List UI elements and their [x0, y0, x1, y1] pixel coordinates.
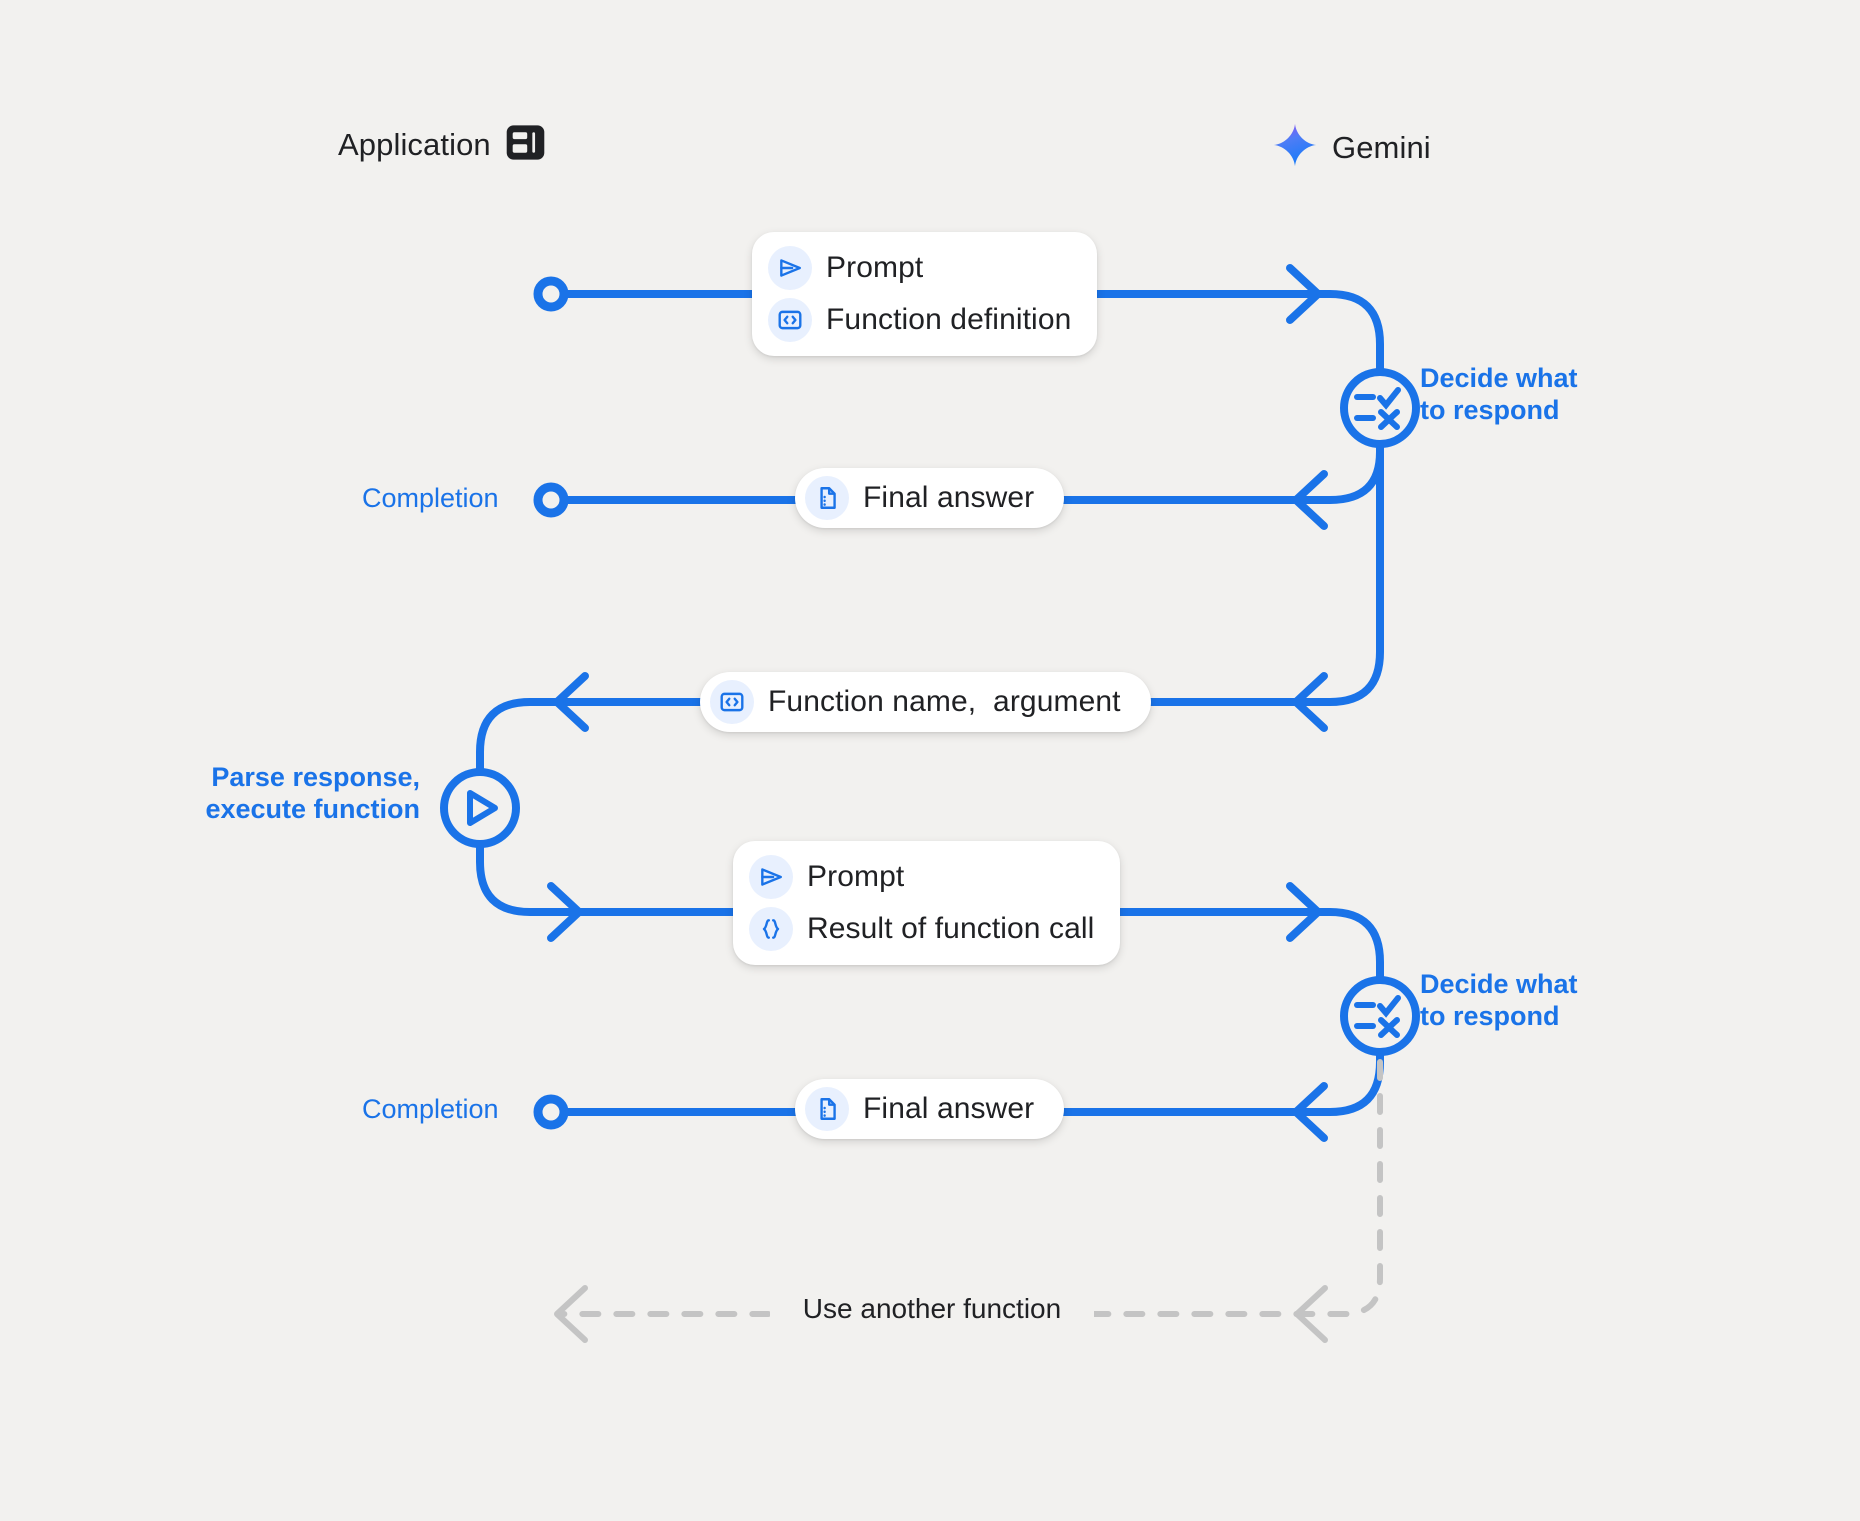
message-text: Function definition	[826, 303, 1072, 336]
message-text: Prompt	[826, 251, 924, 284]
completion-label-2: Completion	[362, 1094, 499, 1124]
message-text: Result of function call	[807, 912, 1095, 945]
arrowhead-parse-out	[547, 882, 583, 942]
completion-marker-2	[533, 1094, 569, 1130]
decide-label-1: Decide what to respond	[1420, 363, 1578, 425]
checklist-circle-icon	[1340, 368, 1420, 448]
document-icon	[805, 476, 849, 520]
message-row: Prompt	[768, 246, 1071, 290]
completion-label-1: Completion	[362, 483, 499, 513]
message-row: Function definition	[768, 298, 1071, 342]
play-circle-icon	[440, 768, 520, 848]
application-window-icon	[505, 122, 546, 168]
message-text: Final answer	[863, 481, 1035, 514]
arrowhead-to-app-2	[1292, 672, 1328, 732]
wire-functioncall-to-parse	[476, 698, 564, 786]
actor-application-label: Application	[338, 127, 491, 162]
message-row: Result of function call	[749, 907, 1094, 951]
wire-decide1-to-functioncall	[556, 430, 1384, 706]
loop-use-another-function	[557, 1059, 1383, 1317]
arrowhead-to-gemini-2	[1286, 882, 1322, 942]
checklist-circle-icon	[1340, 976, 1420, 1056]
message-card-final-answer-2[interactable]: Final answer	[795, 1079, 1065, 1139]
arrowhead-parse-in	[553, 672, 589, 732]
code-brackets-icon	[768, 298, 812, 342]
parse-execute-label: Parse response, execute function	[205, 762, 420, 824]
message-text: Final answer	[863, 1092, 1035, 1125]
message-row: Final answer	[805, 1087, 1034, 1131]
message-card-prompt-result-of-function-call[interactable]: Prompt Result of function call	[733, 841, 1121, 965]
actor-application: Application	[338, 122, 546, 168]
message-row: Function name, argument	[710, 680, 1121, 724]
completion-marker-1	[533, 482, 569, 518]
curly-braces-icon	[749, 907, 793, 951]
arrowhead-to-app-1	[1292, 470, 1328, 530]
message-row: Final answer	[805, 476, 1034, 520]
start-marker	[533, 276, 569, 312]
message-card-prompt-function-definition[interactable]: Prompt Function definition	[752, 232, 1098, 356]
code-brackets-icon	[710, 680, 754, 724]
send-triangle-icon	[768, 246, 812, 290]
document-icon	[805, 1087, 849, 1131]
arrowhead-to-app-3	[1292, 1082, 1328, 1142]
loop-arrowheads	[554, 1285, 1328, 1343]
message-row: Prompt	[749, 855, 1094, 899]
wire-prompt-to-gemini	[547, 290, 1384, 386]
arrowhead-to-gemini-1	[1286, 264, 1322, 324]
message-text: Function name, argument	[768, 685, 1121, 718]
actor-gemini: Gemini	[1272, 122, 1431, 173]
message-text: Prompt	[807, 860, 905, 893]
message-card-function-name-argument[interactable]: Function name, argument	[700, 672, 1151, 732]
decide-label-2: Decide what to respond	[1420, 969, 1578, 1031]
gemini-sparkle-icon	[1272, 122, 1318, 173]
message-card-final-answer-1[interactable]: Final answer	[795, 468, 1065, 528]
actor-gemini-label: Gemini	[1332, 129, 1431, 165]
wire-prompt2-to-gemini	[556, 908, 1384, 994]
loop-label: Use another function	[770, 1293, 1094, 1325]
wire-parse-to-prompt2	[476, 830, 564, 916]
send-triangle-icon	[749, 855, 793, 899]
